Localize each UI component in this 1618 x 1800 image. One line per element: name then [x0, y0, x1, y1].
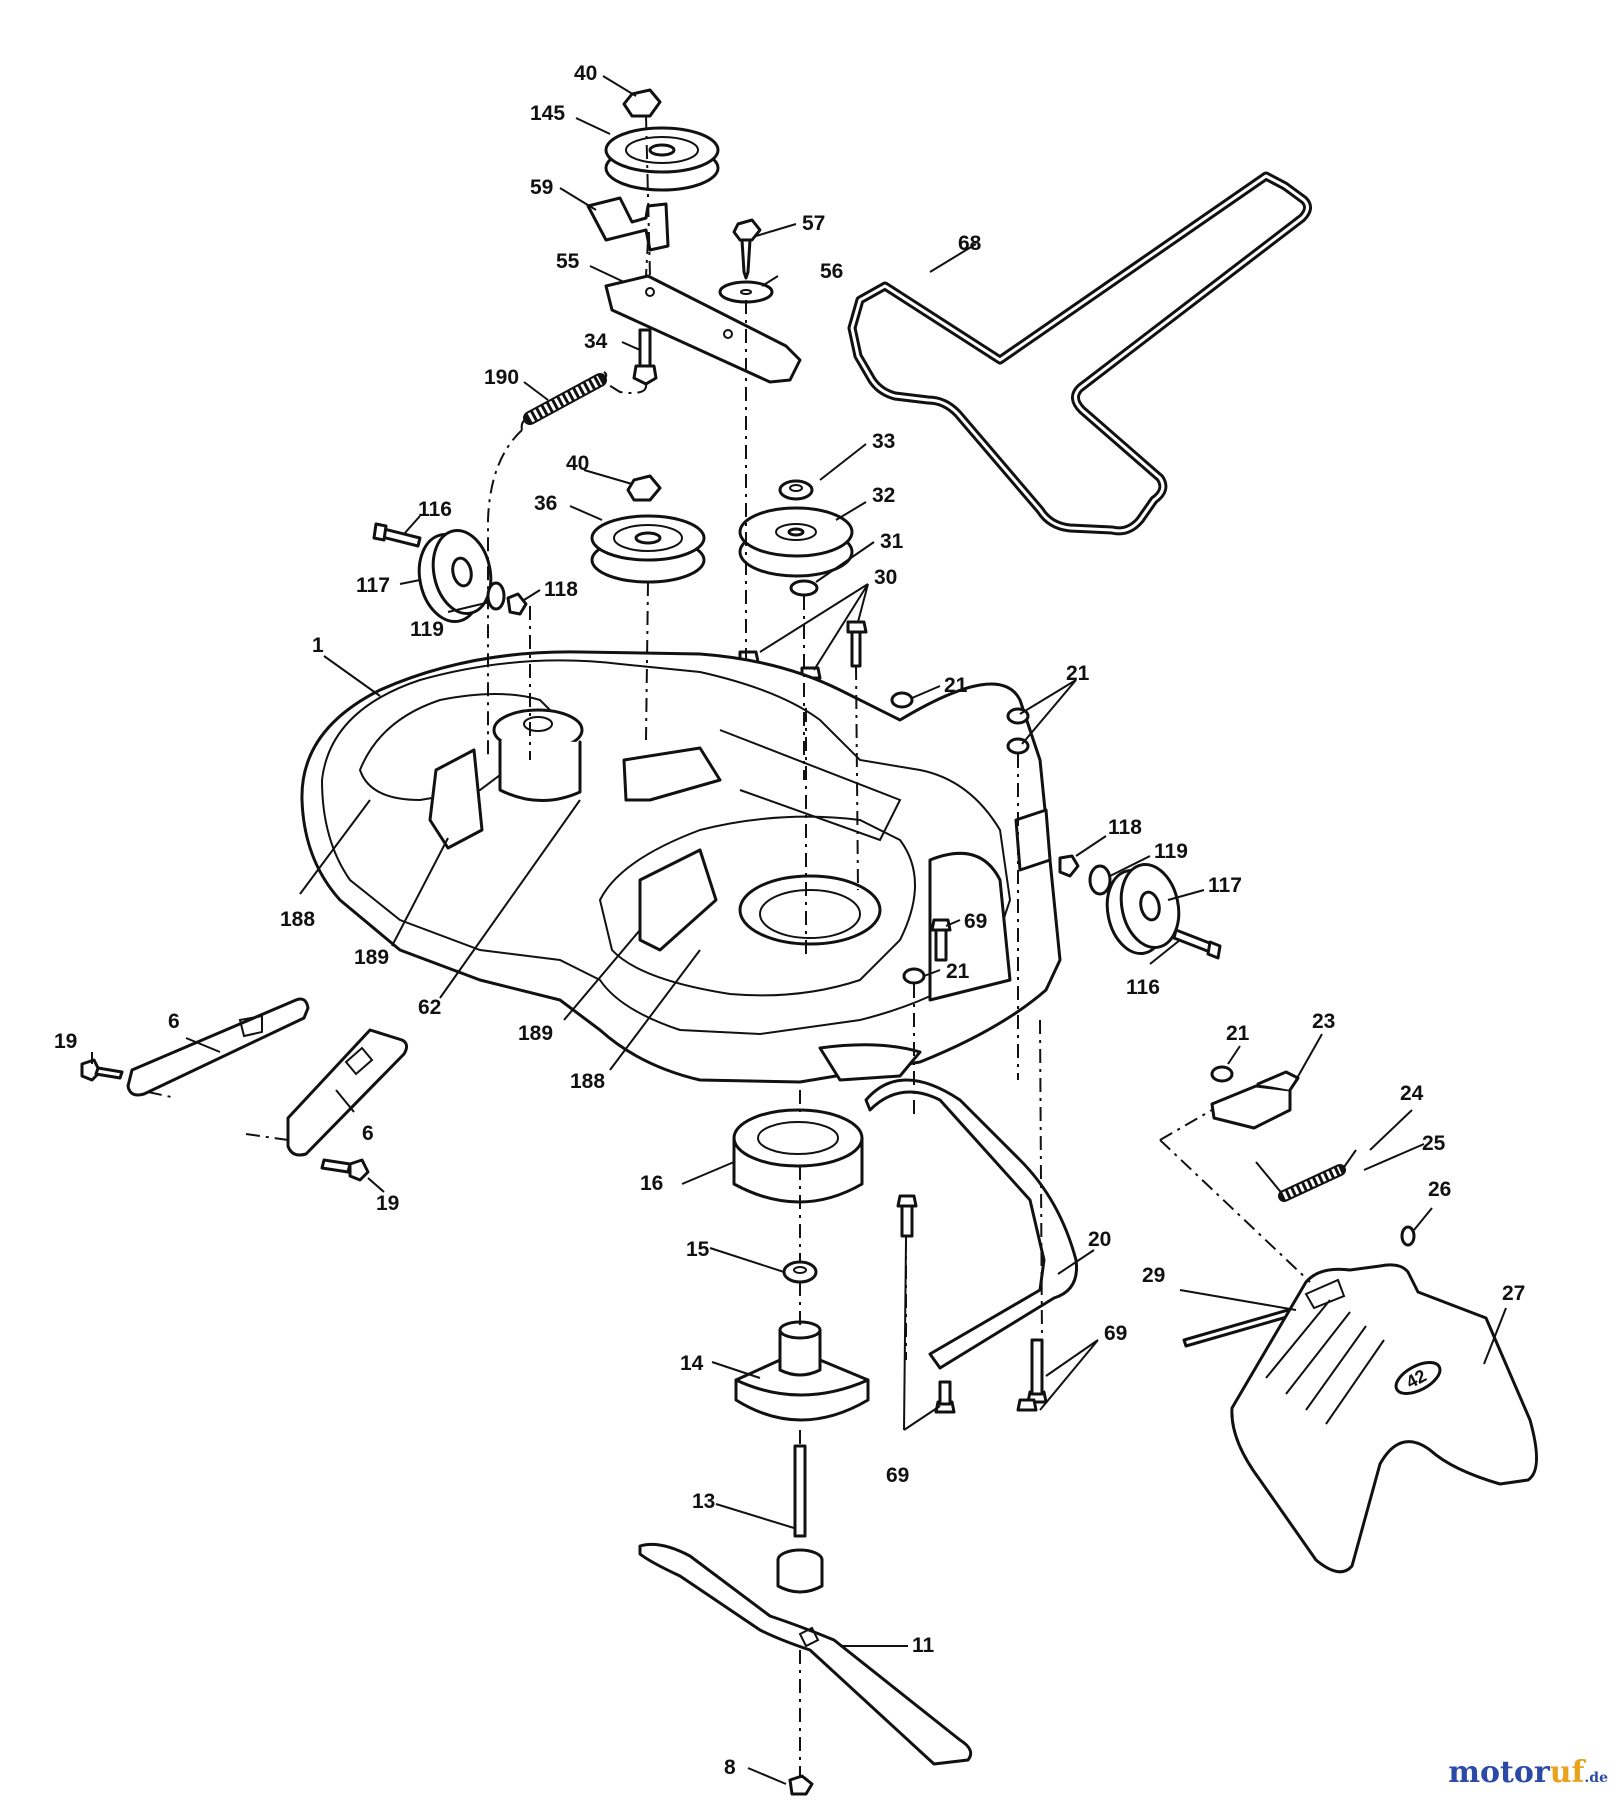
bolt-69-deck — [930, 918, 952, 962]
callout-8: 8 — [724, 1756, 736, 1779]
callout-6-upper: 6 — [168, 1010, 180, 1033]
callout-21-d: 21 — [1226, 1022, 1250, 1045]
bolt-19-lower — [320, 1158, 370, 1182]
callout-13: 13 — [692, 1490, 715, 1513]
callout-21-a: 21 — [944, 674, 968, 697]
idler-arm-55 — [604, 274, 802, 384]
callout-27: 27 — [1502, 1282, 1525, 1305]
spindle-shaft-13 — [776, 1444, 824, 1594]
callout-1: 1 — [312, 634, 324, 657]
callout-188-b: 188 — [570, 1070, 605, 1093]
callout-15: 15 — [686, 1238, 710, 1261]
hanger-bracket-6-upper — [126, 997, 310, 1097]
callout-119-right: 119 — [1154, 840, 1188, 863]
nut-118-left — [506, 592, 528, 616]
nut-21-chute — [1210, 1065, 1234, 1083]
callout-116-left: 116 — [418, 498, 452, 521]
callout-69-b: 69 — [1104, 1322, 1127, 1345]
bolt-57 — [732, 218, 762, 280]
callout-19-lower: 19 — [376, 1192, 399, 1215]
gauge-wheel-117-right — [1105, 863, 1181, 955]
nut-118-right — [1058, 854, 1080, 878]
callout-36: 36 — [534, 492, 557, 515]
spindle-shield-16 — [732, 1108, 864, 1204]
watermark-brand-accent: uf — [1549, 1755, 1585, 1790]
discharge-chute-27 — [1230, 1263, 1539, 1574]
callout-leaders — [91, 75, 1507, 1785]
callout-6-lower: 6 — [362, 1122, 374, 1145]
nut-40-middle — [626, 474, 662, 502]
callout-34: 34 — [584, 330, 608, 353]
callout-31: 31 — [880, 530, 904, 553]
bearing-15 — [782, 1260, 818, 1284]
callout-189-a: 189 — [354, 946, 389, 969]
callout-labels: 40 145 59 57 68 55 56 34 190 33 40 36 32… — [54, 62, 1525, 1779]
nut-33 — [778, 479, 814, 501]
callout-24: 24 — [1400, 1082, 1424, 1105]
callout-20: 20 — [1088, 1228, 1111, 1251]
callout-19-upper: 19 — [54, 1030, 77, 1053]
mower-blade-11 — [638, 1542, 973, 1766]
callout-56: 56 — [820, 260, 843, 283]
callout-145: 145 — [530, 102, 565, 125]
watermark-logo: motoruf.de — [1448, 1755, 1608, 1790]
spring-25 — [1255, 1149, 1357, 1202]
top-idler-pulley — [604, 126, 720, 192]
callout-190: 190 — [484, 366, 519, 389]
mower-deck-housing — [300, 650, 1062, 1084]
axle-bolt-116-right — [1172, 928, 1222, 960]
spring-190 — [520, 371, 608, 431]
washer-26 — [1400, 1225, 1416, 1247]
callout-117-left: 117 — [356, 574, 390, 597]
callout-40-middle: 40 — [566, 452, 589, 475]
blade-bolt-8 — [788, 1774, 814, 1796]
callout-68: 68 — [958, 232, 982, 255]
washer-119-right — [1088, 864, 1112, 896]
watermark-brand-main: motor — [1448, 1755, 1550, 1790]
top-idler-nut — [622, 88, 662, 118]
callout-21-b: 21 — [1066, 662, 1090, 685]
callout-11: 11 — [912, 1634, 935, 1657]
callout-59: 59 — [530, 176, 553, 199]
callout-188-a: 188 — [280, 908, 315, 931]
callout-117-right: 117 — [1208, 874, 1242, 897]
callout-29: 29 — [1142, 1264, 1165, 1287]
callout-30: 30 — [874, 566, 897, 589]
callout-16: 16 — [640, 1172, 663, 1195]
callout-21-c: 21 — [946, 960, 970, 983]
hanger-bracket-6-lower — [286, 1028, 409, 1157]
callout-69-a: 69 — [964, 910, 987, 933]
callout-118-left: 118 — [544, 578, 578, 601]
callout-23: 23 — [1312, 1010, 1335, 1033]
bolt-19-upper — [80, 1058, 124, 1082]
callout-14: 14 — [680, 1352, 704, 1375]
callout-25: 25 — [1422, 1132, 1446, 1155]
callout-32: 32 — [872, 484, 895, 507]
callout-189-b: 189 — [518, 1022, 553, 1045]
callout-62: 62 — [418, 996, 441, 1019]
callout-69-c: 69 — [886, 1464, 909, 1487]
callout-26: 26 — [1428, 1178, 1451, 1201]
idler-pulley-36 — [590, 514, 706, 584]
chute-bracket-23 — [1210, 1070, 1300, 1130]
watermark-brand-tld: .de — [1584, 1770, 1608, 1786]
washer-31 — [789, 579, 819, 597]
callout-40: 40 — [574, 62, 597, 85]
spindle-pulley-32 — [738, 506, 854, 578]
deflector-support-20 — [864, 1078, 1079, 1370]
axle-bolt-116-left — [372, 522, 422, 548]
drive-belt — [847, 171, 1312, 536]
gauge-wheel-117-left — [417, 529, 493, 623]
spindle-housing-14 — [734, 1320, 870, 1422]
bolt-34 — [632, 328, 658, 386]
callout-116-right: 116 — [1126, 976, 1160, 999]
idler-bracket-59 — [586, 196, 670, 252]
washer-119-left — [486, 581, 506, 611]
callout-57: 57 — [802, 212, 825, 235]
callout-33: 33 — [872, 430, 895, 453]
callout-119-left: 119 — [410, 618, 444, 641]
callout-118-right: 118 — [1108, 816, 1142, 839]
callout-55: 55 — [556, 250, 580, 273]
